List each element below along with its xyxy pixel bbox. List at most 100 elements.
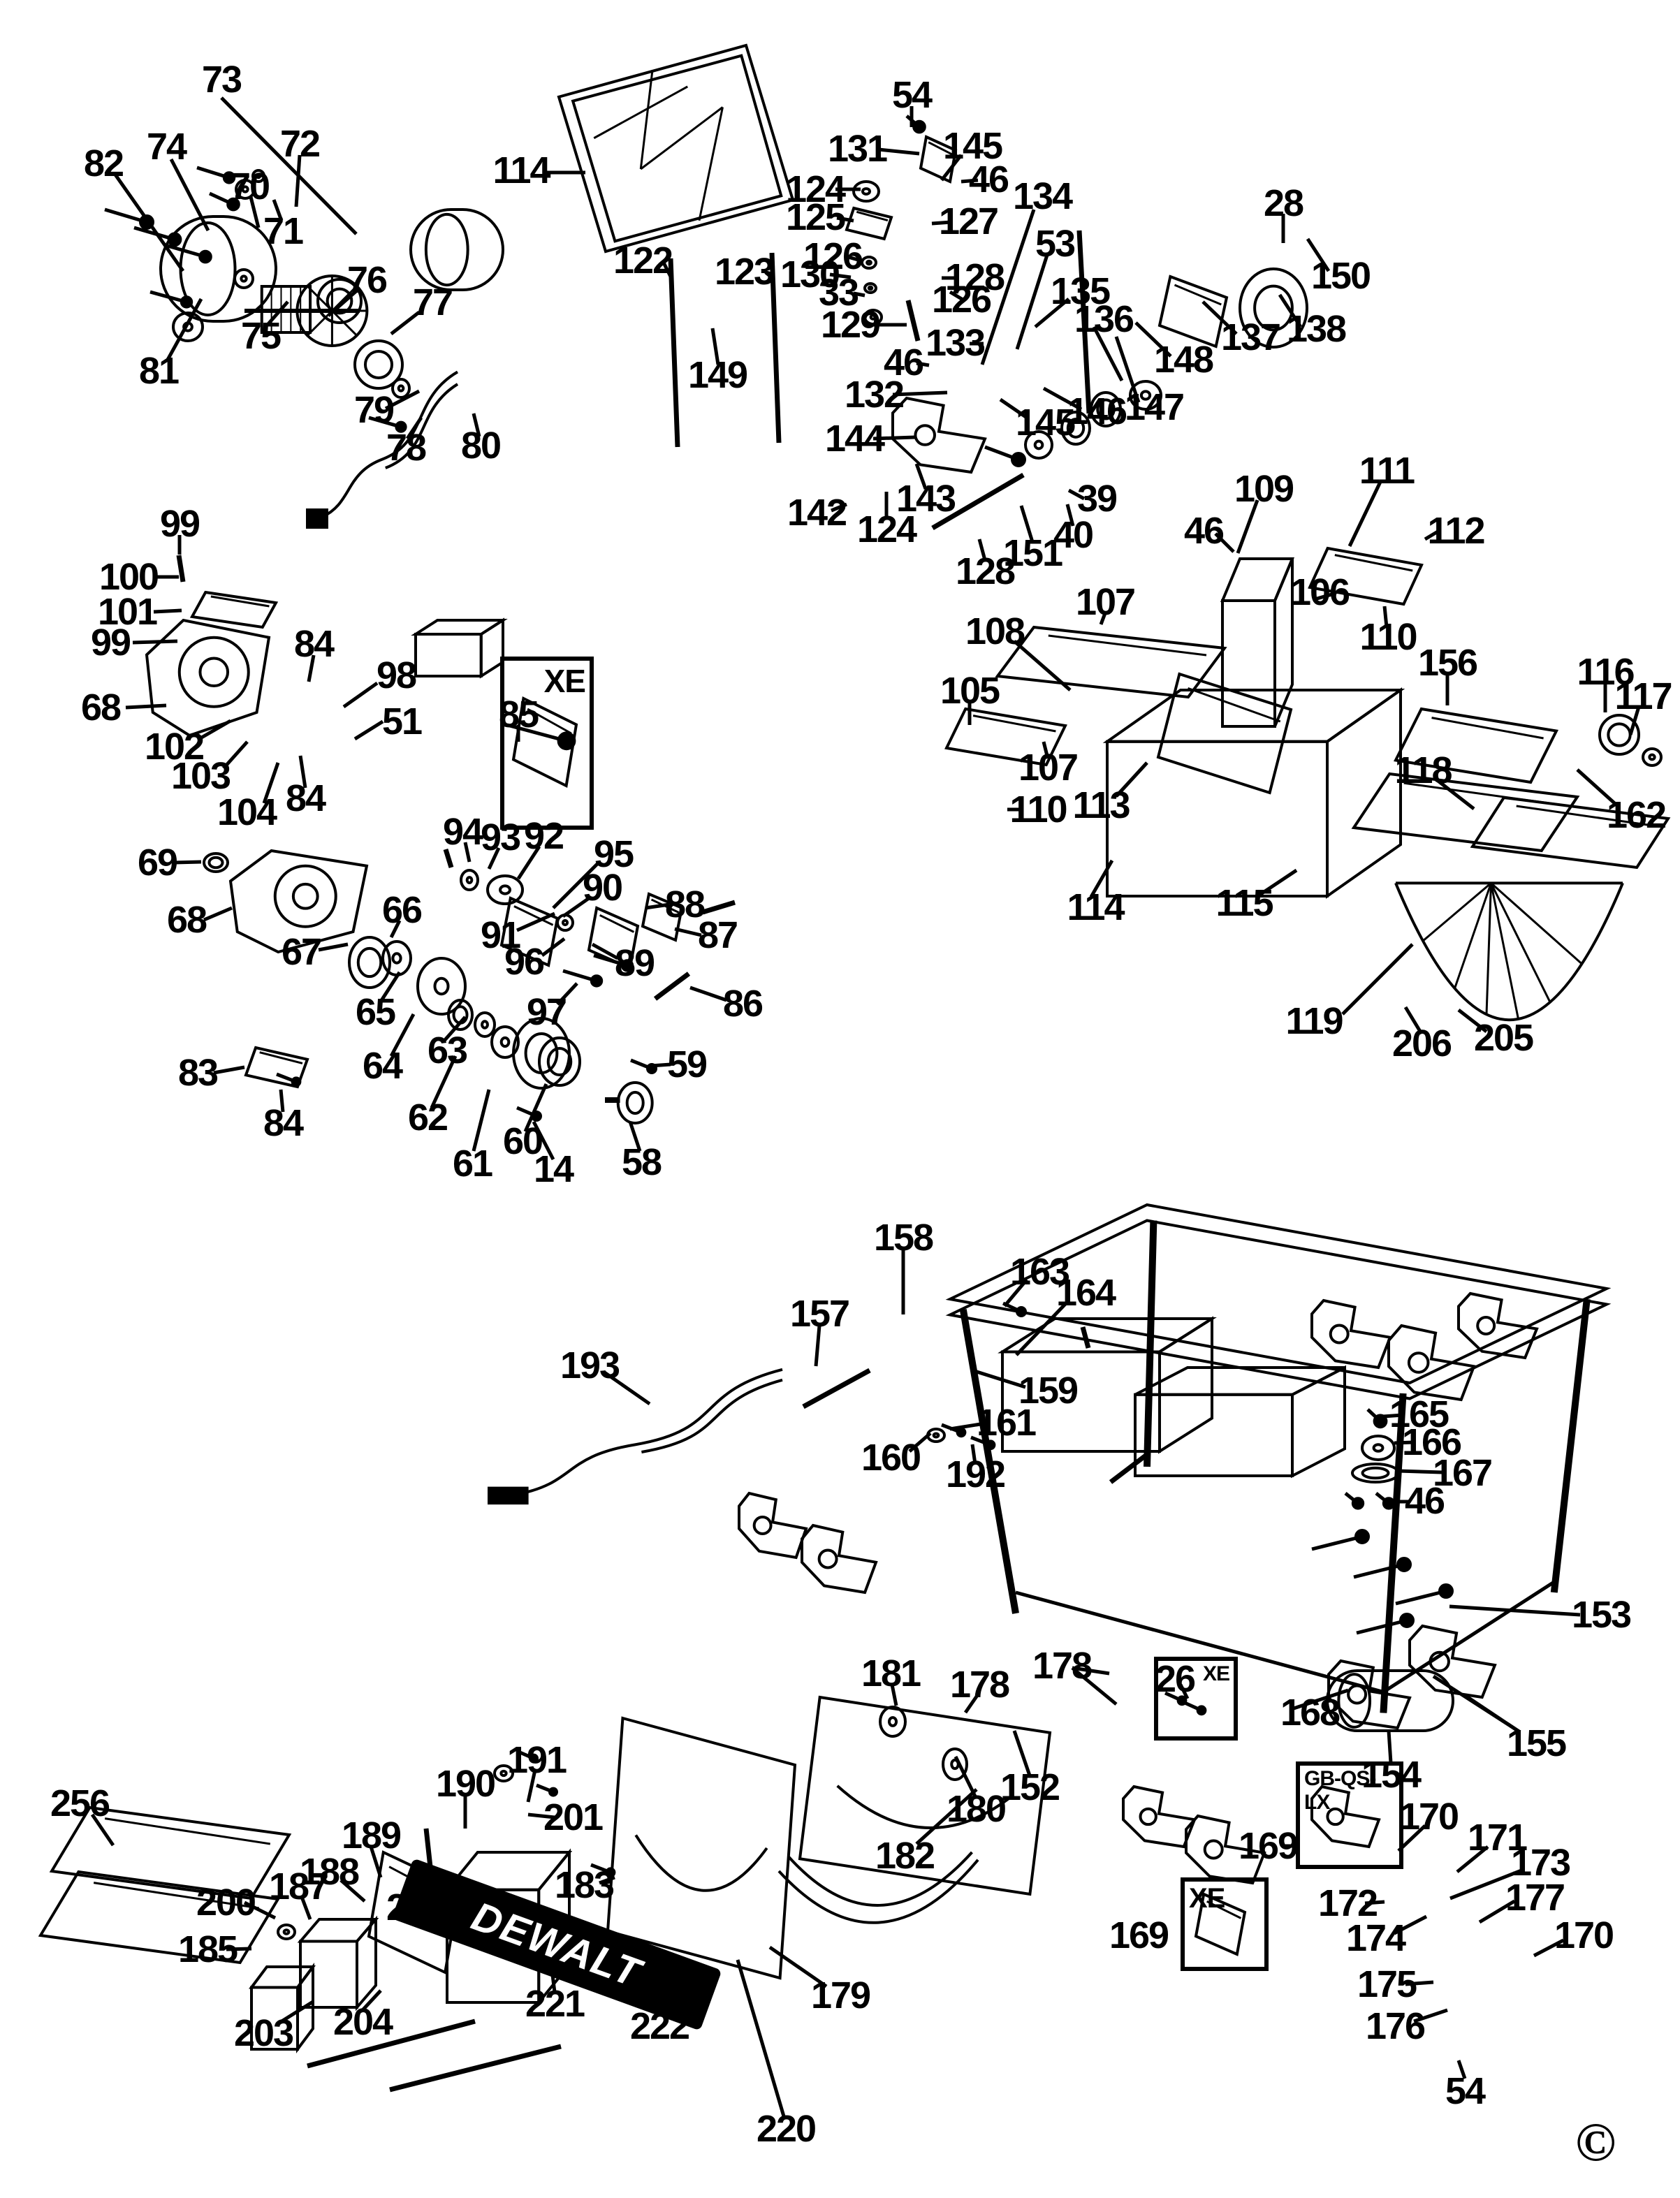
part-sketch-bracket: [1457, 1291, 1539, 1360]
leader-line: [972, 1368, 1026, 1389]
part-number-label: 117: [1614, 675, 1672, 717]
leader-line: [710, 328, 720, 365]
part-sketch-disc: [460, 869, 479, 891]
part-number-label: 169: [1109, 1914, 1169, 1956]
part-number-label: 126: [803, 235, 863, 277]
leader-line: [1003, 1278, 1028, 1307]
leader-line: [526, 1769, 537, 1803]
part-sketch-disc: [416, 957, 467, 1016]
part-sketch-rod: [307, 2019, 476, 2069]
part-number-label: 106: [1290, 571, 1350, 613]
part-number-label: 83: [177, 1052, 219, 1094]
part-number-label: 170: [1398, 1796, 1459, 1838]
part-sketch-ring: [1096, 398, 1116, 420]
part-number-label: 143: [896, 478, 956, 520]
part-number-label: 155: [1506, 1722, 1567, 1764]
leader-line: [1457, 1009, 1488, 1033]
part-sketch-screw: [291, 1076, 302, 1087]
leader-line: [541, 937, 566, 957]
part-number-label: 205: [1473, 1017, 1534, 1059]
leader-line: [736, 1959, 786, 2117]
part-sketch-armature: [260, 285, 312, 334]
part-sketch-screw: [1373, 1414, 1388, 1429]
part-number-label: 159: [1018, 1370, 1079, 1412]
part-sketch-bracket: [891, 396, 987, 474]
leader-line: [487, 847, 501, 870]
part-number-label: 152: [1000, 1766, 1060, 1808]
part-sketch-table-panel: [836, 1785, 1014, 1829]
part-sketch-blade-guard: [1422, 882, 1492, 942]
leader-line: [294, 154, 302, 207]
part-number-label: 148: [1153, 339, 1214, 381]
part-number-label: 206: [1392, 1023, 1452, 1064]
part-sketch-ring: [353, 339, 404, 390]
part-number-label: 124: [856, 508, 917, 550]
part-number-label: 119: [1285, 1000, 1343, 1042]
part-sketch-ring: [1351, 1463, 1400, 1483]
leader-line: [1449, 1868, 1522, 1900]
part-sketch-box: [1158, 1316, 1213, 1454]
part-sketch-ring: [348, 936, 391, 989]
part-number-label: 111: [1359, 450, 1415, 492]
leader-line: [970, 1444, 977, 1465]
leader-line: [249, 196, 261, 228]
leader-line: [272, 199, 284, 221]
leader-line: [1341, 943, 1414, 1016]
part-sketch-rod: [905, 300, 921, 342]
leader-line: [1382, 1413, 1403, 1419]
part-sketch-disc: [1024, 430, 1053, 460]
part-sketch-screw: [1395, 1589, 1447, 1606]
part-sketch-ring: [546, 1046, 573, 1077]
leader-line: [980, 209, 1036, 365]
part-sketch-bevel-scale: [777, 1859, 979, 1924]
variant-box-label: XE: [1189, 1883, 1225, 1914]
part-sketch-rod: [701, 900, 736, 915]
part-number-label: 130: [780, 254, 840, 295]
leader-line: [645, 902, 670, 910]
part-number-label: 115: [1215, 882, 1273, 924]
part-sketch-disc: [391, 378, 411, 399]
part-sketch-screw: [1396, 1557, 1412, 1572]
leader-line: [1478, 1899, 1516, 1924]
leader-line: [689, 986, 727, 1002]
part-number-label: 145: [1015, 402, 1076, 444]
part-number-label: 84: [285, 777, 326, 819]
leader-line: [327, 288, 359, 317]
part-sketch-screw: [167, 232, 182, 247]
part-number-label: 99: [90, 622, 131, 664]
leader-line: [390, 311, 421, 335]
leader-line: [265, 300, 289, 327]
leader-line: [243, 1900, 277, 1920]
part-sketch-bracket: [1326, 1807, 1345, 1826]
part-sketch-screw: [1176, 1695, 1188, 1706]
part-sketch-bracket: [817, 1548, 838, 1569]
part-sketch-screw: [226, 197, 240, 212]
part-number-label: 89: [614, 942, 655, 984]
leader-line: [847, 255, 861, 263]
part-number-label: 69: [137, 842, 178, 884]
part-number-label: 180: [946, 1788, 1007, 1830]
part-sketch-disc: [932, 1432, 940, 1439]
part-sketch-disc: [861, 256, 877, 270]
leader-line: [1382, 606, 1389, 628]
leader-line: [890, 1684, 898, 1706]
part-sketch-bracket: [1310, 1785, 1381, 1849]
leader-line: [125, 703, 167, 710]
part-sketch-bracket: [1408, 1624, 1497, 1699]
leader-line: [198, 719, 232, 741]
part-sketch-bracket: [1327, 1659, 1412, 1730]
part-sketch-disc: [1648, 753, 1656, 761]
part-sketch-plate: [1308, 546, 1424, 606]
part-sketch-rod: [389, 2044, 562, 2093]
leader-line: [353, 719, 384, 741]
part-number-label: 171: [1467, 1817, 1528, 1859]
part-sketch-rod: [1076, 230, 1092, 414]
part-sketch-blade-guard: [1490, 882, 1583, 965]
leader-line: [379, 971, 402, 1003]
part-number-label: 84: [293, 623, 335, 665]
part-number-label: 146: [1067, 390, 1127, 432]
leader-line: [1019, 505, 1035, 543]
leader-line: [527, 1812, 555, 1819]
leader-line: [384, 389, 421, 411]
